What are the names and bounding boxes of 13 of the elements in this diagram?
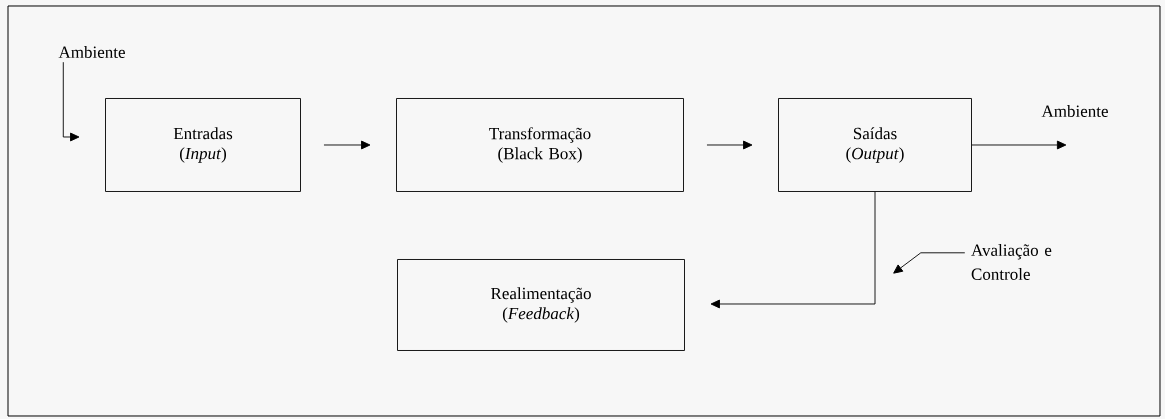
leader-line [893,252,966,274]
arrow [323,140,371,150]
process-box: Realimentação (Feedback) [397,259,685,351]
leader-line [971,140,1067,150]
arrow [710,191,876,309]
note-text: Avaliação e Controle [971,244,1052,280]
process-box: Transformação (Black Box) [396,98,684,192]
process-box: Saídas (Output) [778,98,972,192]
arrow [706,140,753,150]
process-box: Entradas (Input) [105,98,301,192]
label-text: Ambiente [1041,105,1108,117]
label-text: Ambiente [58,46,125,58]
arrow [62,61,80,142]
